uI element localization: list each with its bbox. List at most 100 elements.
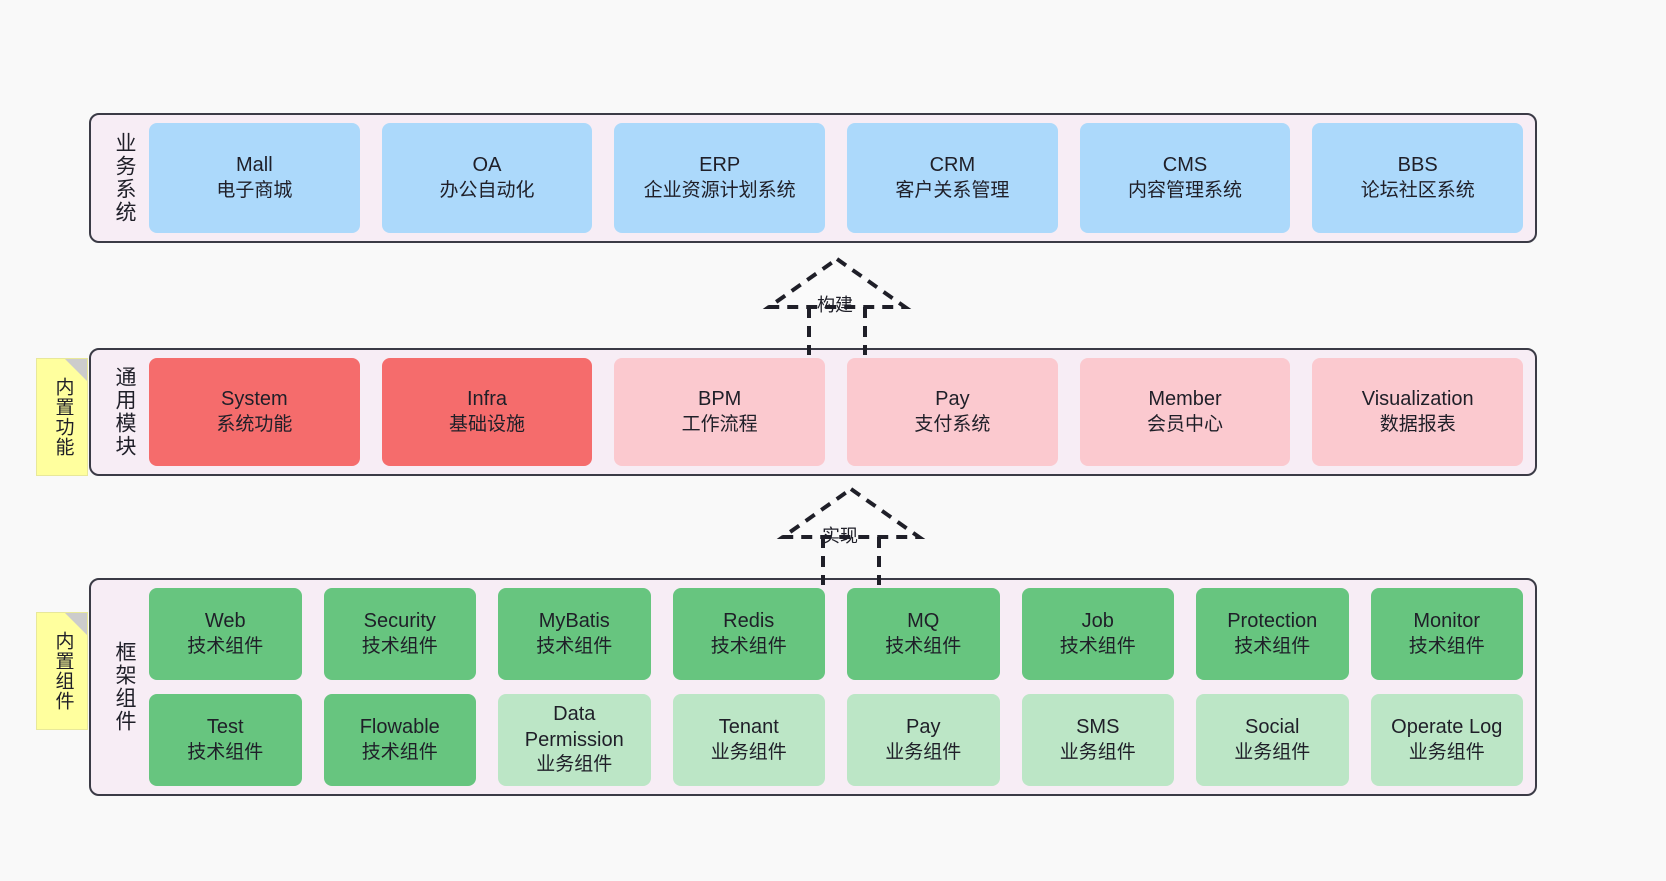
layer-business-system-body: Mall 电子商城 OA 办公自动化 ERP 企业资源计划系统 CRM 客户关系… (145, 123, 1524, 233)
common-card-member[interactable]: Member 会员中心 (1079, 358, 1291, 466)
framework-card-social-en: Social (1245, 716, 1300, 739)
framework-card-data-permission[interactable]: Data Permission 业务组件 (498, 694, 651, 786)
framework-card-flowable-cn: 技术组件 (361, 741, 438, 763)
business-card-mall[interactable]: Mall 电子商城 (149, 123, 360, 233)
framework-card-operate-log[interactable]: Operate Log 业务组件 (1370, 694, 1523, 786)
business-card-erp-en: ERP (699, 154, 741, 177)
framework-card-protection-en: Protection (1227, 610, 1318, 633)
framework-card-data-permission-cn: 业务组件 (536, 754, 613, 776)
framework-card-redis[interactable]: Redis 技术组件 (672, 588, 825, 680)
common-card-visualization-en: Visualization (1361, 388, 1474, 411)
common-card-member-cn: 会员中心 (1147, 413, 1224, 435)
framework-card-sms[interactable]: SMS 业务组件 (1021, 694, 1174, 786)
framework-card-protection-cn: 技术组件 (1234, 635, 1311, 657)
common-module-row: System 系统功能 Infra 基础设施 BPM 工作流程 Pay 支付系统… (149, 358, 1524, 466)
common-card-bpm[interactable]: BPM 工作流程 (614, 358, 826, 466)
connector-realize-label: 实现 (822, 526, 858, 546)
framework-card-protection[interactable]: Protection 技术组件 (1196, 588, 1349, 680)
common-card-system[interactable]: System 系统功能 (149, 358, 360, 466)
framework-card-operate-log-cn: 业务组件 (1408, 741, 1485, 763)
layer-business-system: 业务系统 Mall 电子商城 OA 办公自动化 ERP 企业资源计划系统 CRM… (89, 113, 1537, 243)
layer-common-modules-body: System 系统功能 Infra 基础设施 BPM 工作流程 Pay 支付系统… (145, 358, 1524, 466)
framework-tech-row: Web 技术组件 Security 技术组件 MyBatis 技术组件 Redi… (149, 588, 1523, 680)
business-card-oa-cn: 办公自动化 (439, 179, 535, 201)
note-builtin-components-text: 内置组件 (52, 631, 74, 711)
framework-card-social[interactable]: Social 业务组件 (1196, 694, 1349, 786)
common-card-visualization-cn: 数据报表 (1379, 413, 1456, 435)
connector-build-label: 构建 (817, 295, 853, 315)
note-builtin-components: 内置组件 (36, 612, 88, 730)
common-card-infra-en: Infra (466, 388, 508, 411)
framework-card-security[interactable]: Security 技术组件 (323, 588, 476, 680)
common-card-pay-en: Pay (935, 388, 970, 411)
framework-card-web-cn: 技术组件 (187, 635, 264, 657)
business-card-crm[interactable]: CRM 客户关系管理 (847, 123, 1058, 233)
business-card-bbs-en: BBS (1397, 154, 1438, 177)
framework-card-mq-cn: 技术组件 (885, 635, 962, 657)
common-card-bpm-cn: 工作流程 (681, 413, 758, 435)
framework-card-job[interactable]: Job 技术组件 (1021, 588, 1174, 680)
framework-biz-row: Test 技术组件 Flowable 技术组件 Data Permission … (149, 694, 1523, 786)
layer-framework-components-body: Web 技术组件 Security 技术组件 MyBatis 技术组件 Redi… (145, 588, 1523, 786)
business-card-mall-en: Mall (236, 154, 273, 177)
framework-card-security-cn: 技术组件 (361, 635, 438, 657)
common-card-infra[interactable]: Infra 基础设施 (381, 358, 593, 466)
business-card-bbs-cn: 论坛社区系统 (1360, 179, 1475, 201)
framework-card-monitor-en: Monitor (1413, 610, 1481, 633)
common-card-bpm-en: BPM (698, 388, 742, 411)
common-card-infra-cn: 基础设施 (449, 413, 526, 435)
note-fold-corner-icon (65, 613, 87, 635)
framework-card-flowable-en: Flowable (359, 716, 440, 739)
framework-card-test-cn: 技术组件 (187, 741, 264, 763)
framework-card-mq-en: MQ (907, 610, 940, 633)
framework-card-security-en: Security (363, 610, 436, 633)
common-card-system-cn: 系统功能 (216, 413, 293, 435)
framework-card-mybatis-en: MyBatis (538, 610, 610, 633)
framework-card-mybatis[interactable]: MyBatis 技术组件 (498, 588, 651, 680)
business-card-bbs[interactable]: BBS 论坛社区系统 (1312, 123, 1524, 233)
framework-card-sms-en: SMS (1076, 716, 1120, 739)
framework-card-tenant[interactable]: Tenant 业务组件 (672, 694, 825, 786)
framework-card-data-permission-en: Data Permission (524, 703, 624, 751)
connector-build-arrow (757, 255, 917, 355)
framework-card-job-en: Job (1081, 610, 1114, 633)
framework-card-pay-cn: 业务组件 (885, 741, 962, 763)
framework-card-pay[interactable]: Pay 业务组件 (847, 694, 1000, 786)
common-card-pay-cn: 支付系统 (914, 413, 991, 435)
framework-card-mq[interactable]: MQ 技术组件 (847, 588, 1000, 680)
note-builtin-functions: 内置功能 (36, 358, 88, 476)
framework-card-operate-log-en: Operate Log (1391, 716, 1503, 739)
common-card-system-en: System (220, 388, 288, 411)
layer-common-modules-title: 通用模块 (113, 366, 137, 458)
framework-card-social-cn: 业务组件 (1234, 741, 1311, 763)
business-card-crm-en: CRM (929, 154, 976, 177)
business-card-cms-cn: 内容管理系统 (1128, 179, 1243, 201)
framework-card-flowable[interactable]: Flowable 技术组件 (323, 694, 476, 786)
layer-business-system-title: 业务系统 (113, 132, 137, 224)
framework-card-tenant-en: Tenant (718, 716, 779, 739)
common-card-visualization[interactable]: Visualization 数据报表 (1312, 358, 1524, 466)
note-fold-corner-icon (65, 359, 87, 381)
framework-card-redis-cn: 技术组件 (710, 635, 787, 657)
business-card-crm-cn: 客户关系管理 (895, 179, 1010, 201)
framework-card-test[interactable]: Test 技术组件 (149, 694, 302, 786)
business-card-erp[interactable]: ERP 企业资源计划系统 (614, 123, 826, 233)
framework-card-pay-en: Pay (906, 716, 941, 739)
business-card-mall-cn: 电子商城 (216, 179, 293, 201)
layer-framework-components-title: 框架组件 (113, 641, 137, 733)
common-card-pay[interactable]: Pay 支付系统 (847, 358, 1058, 466)
framework-card-tenant-cn: 业务组件 (710, 741, 787, 763)
business-card-erp-cn: 企业资源计划系统 (643, 179, 796, 201)
business-card-cms-en: CMS (1162, 154, 1208, 177)
business-card-cms[interactable]: CMS 内容管理系统 (1079, 123, 1291, 233)
framework-card-monitor[interactable]: Monitor 技术组件 (1370, 588, 1523, 680)
note-builtin-functions-text: 内置功能 (52, 377, 74, 457)
layer-framework-components: 框架组件 Web 技术组件 Security 技术组件 MyBatis 技术组件… (89, 578, 1537, 796)
framework-card-web-en: Web (204, 610, 246, 633)
framework-card-redis-en: Redis (723, 610, 775, 633)
layer-common-modules: 通用模块 System 系统功能 Infra 基础设施 BPM 工作流程 Pay… (89, 348, 1537, 476)
framework-card-web[interactable]: Web 技术组件 (149, 588, 302, 680)
framework-card-mybatis-cn: 技术组件 (536, 635, 613, 657)
connector-realize-arrow (771, 485, 931, 585)
business-card-oa[interactable]: OA 办公自动化 (381, 123, 593, 233)
